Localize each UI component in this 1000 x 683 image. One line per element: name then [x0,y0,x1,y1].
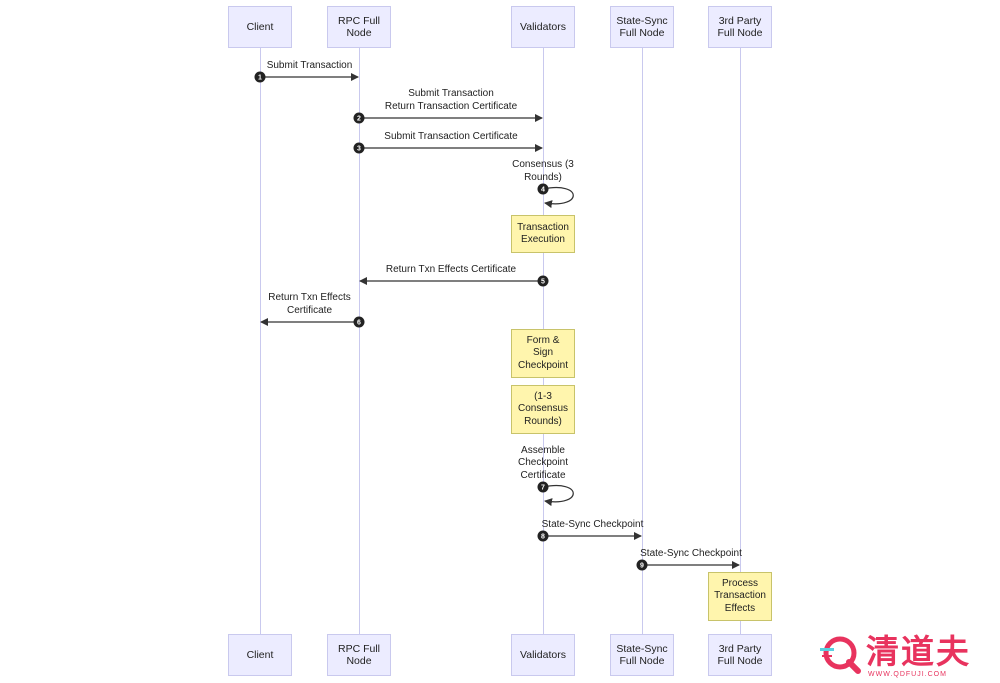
sequence-number-badge [353,112,365,124]
watermark-brand: 清道夫 [866,632,971,671]
message-6: 6 [260,316,365,328]
participant-thirdparty-bottom: 3rd Party Full Node [708,634,772,676]
magnifier-logo-icon [820,636,861,674]
sequence-number-badge [537,481,549,493]
lifeline-rpc [359,48,360,634]
sequence-number-badge [537,530,549,542]
message-8: 8 [537,530,642,542]
sequence-number: 6 [357,320,361,327]
message-label-8: State-Sync Checkpoint [541,518,644,530]
message-label-1: Submit Transaction [266,59,353,71]
sequence-number: 7 [541,485,545,492]
sequence-number-badge [537,275,549,287]
sequence-number-badge [636,559,648,571]
message-label-3: Submit Transaction Certificate [384,130,518,142]
sequence-number: 3 [357,146,361,153]
lifeline-statesync [642,48,643,634]
message-5: 5 [359,275,549,287]
sequence-number: 5 [541,279,545,286]
message-9: 9 [636,559,740,571]
note-4: Process Transaction Effects [708,572,772,621]
message-label-7: Assemble Checkpoint Certificate [517,444,569,481]
message-label-5: Return Txn Effects Certificate [385,263,517,275]
watermark-url: WWW.QDFUJI.COM [868,671,947,678]
note-1: Transaction Execution [511,215,575,253]
participant-statesync-bottom: State-Sync Full Node [610,634,674,676]
participant-validators-top: Validators [511,6,575,48]
message-7: 7 [537,481,574,507]
sequence-number-badge [254,71,266,83]
sequence-number-badge [353,316,365,328]
lifeline-thirdparty [740,48,741,634]
note-3: (1-3 Consensus Rounds) [511,385,575,434]
message-label-4: Consensus (3 Rounds) [512,159,574,183]
message-3: 3 [353,142,543,154]
sequence-number: 1 [258,75,262,82]
message-label-9: State-Sync Checkpoint [640,547,742,559]
message-4: 4 [537,183,574,209]
participant-rpc-top: RPC Full Node [327,6,391,48]
message-1: 1 [254,71,359,83]
message-label-2: Submit Transaction Return Transaction Ce… [384,88,518,112]
participant-validators-bottom: Validators [511,634,575,676]
participant-client-bottom: Client [228,634,292,676]
sequence-number: 9 [640,563,644,570]
participant-statesync-top: State-Sync Full Node [610,6,674,48]
lifeline-client [260,48,261,634]
watermark-logo: 清道夫 WWW.QDFUJI.COM [818,634,988,680]
sequence-number-badge [537,183,549,195]
sequence-number-badge [353,142,365,154]
note-2: Form & Sign Checkpoint [511,329,575,378]
sequence-number: 4 [541,187,545,194]
participant-rpc-bottom: RPC Full Node [327,634,391,676]
message-2: 2 [353,112,543,124]
participant-client-top: Client [228,6,292,48]
sequence-number: 2 [357,116,361,123]
participant-thirdparty-top: 3rd Party Full Node [708,6,772,48]
sequence-number: 8 [541,534,545,541]
message-label-6: Return Txn Effects Certificate [268,292,351,316]
